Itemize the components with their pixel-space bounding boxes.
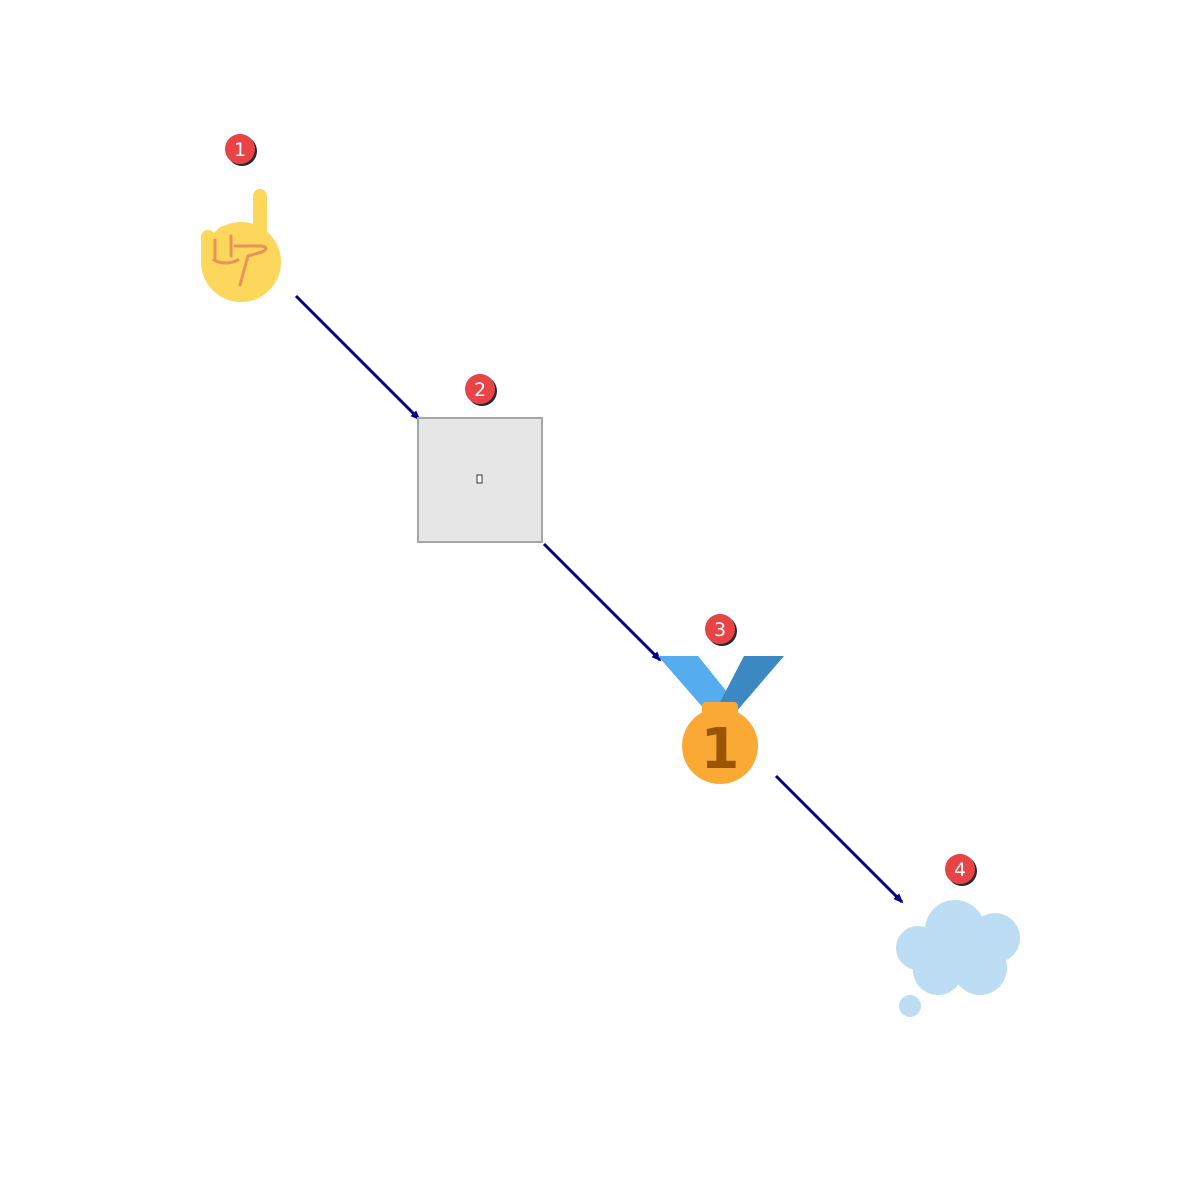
step-3-number: 3 (714, 619, 726, 641)
step-2-node (417, 417, 543, 543)
step-1-badge: 1 (225, 134, 257, 166)
arrow-1-to-2 (294, 294, 421, 421)
medal-digit: 1 (701, 717, 740, 782)
step-4-number: 4 (954, 859, 966, 881)
index-pointing-up-icon (201, 189, 281, 302)
step-1-node (201, 189, 281, 302)
step-3-node: 1 (658, 656, 784, 784)
step-1-number: 1 (234, 139, 246, 161)
thought-balloon-icon (896, 900, 1020, 1017)
step-4-badge: 4 (945, 854, 977, 886)
step-2-badge: 2 (465, 374, 497, 406)
step-3-badge: 3 (705, 614, 737, 646)
step-2-number: 2 (474, 379, 486, 401)
broken-image-glyph (476, 474, 483, 484)
arrow-3-to-4 (774, 774, 904, 904)
arrow-2-to-3 (542, 542, 662, 662)
step-4-node (896, 900, 1020, 1017)
first-place-medal-icon: 1 (658, 656, 784, 784)
